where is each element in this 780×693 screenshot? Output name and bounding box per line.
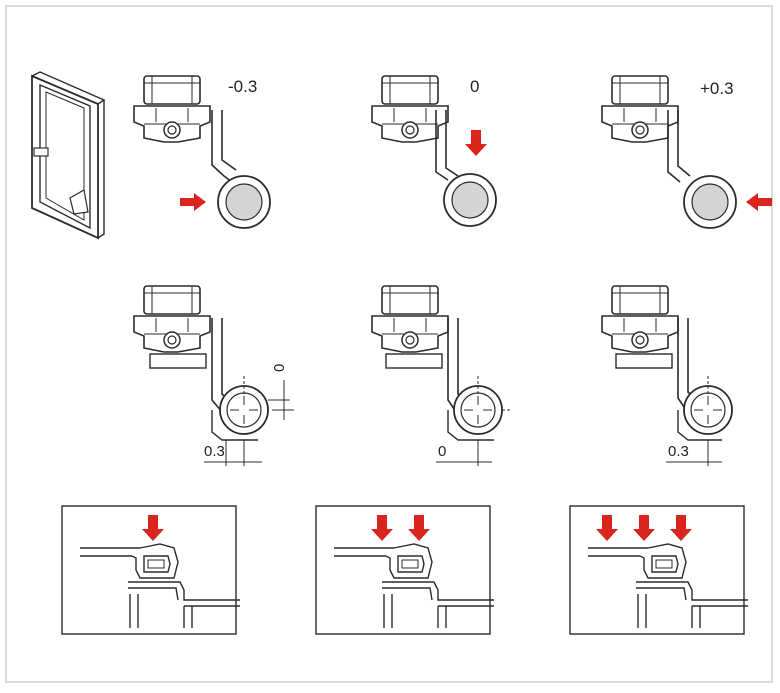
- pressure-frame-2: [315, 505, 495, 635]
- middle-center-offset: 0: [438, 443, 447, 460]
- pressure-frame-1: [61, 505, 241, 635]
- mushroom-cam-roller-icon: [691, 183, 729, 221]
- top-middle-value: 0: [470, 77, 480, 96]
- top-right-value: +0.3: [700, 79, 734, 98]
- middle-right-offset: 0.3: [668, 443, 689, 460]
- roller-diagram-minus: [133, 75, 271, 229]
- mushroom-cam-roller-icon: [451, 181, 489, 219]
- window-sash-icon: [31, 71, 106, 240]
- keeper-diagram-left: [133, 285, 294, 466]
- keeper-diagram-right: [601, 285, 733, 466]
- roller-diagram-zero: [371, 75, 497, 227]
- middle-left-offset: 0.3: [204, 443, 225, 460]
- mushroom-cam-roller-icon: [225, 183, 263, 221]
- keeper-diagram-center: [371, 285, 512, 466]
- middle-left-vertical: 0: [271, 363, 288, 372]
- roller-diagram-plus: [601, 75, 772, 229]
- top-left-value: -0.3: [228, 77, 258, 96]
- pressure-frame-3: [569, 505, 749, 635]
